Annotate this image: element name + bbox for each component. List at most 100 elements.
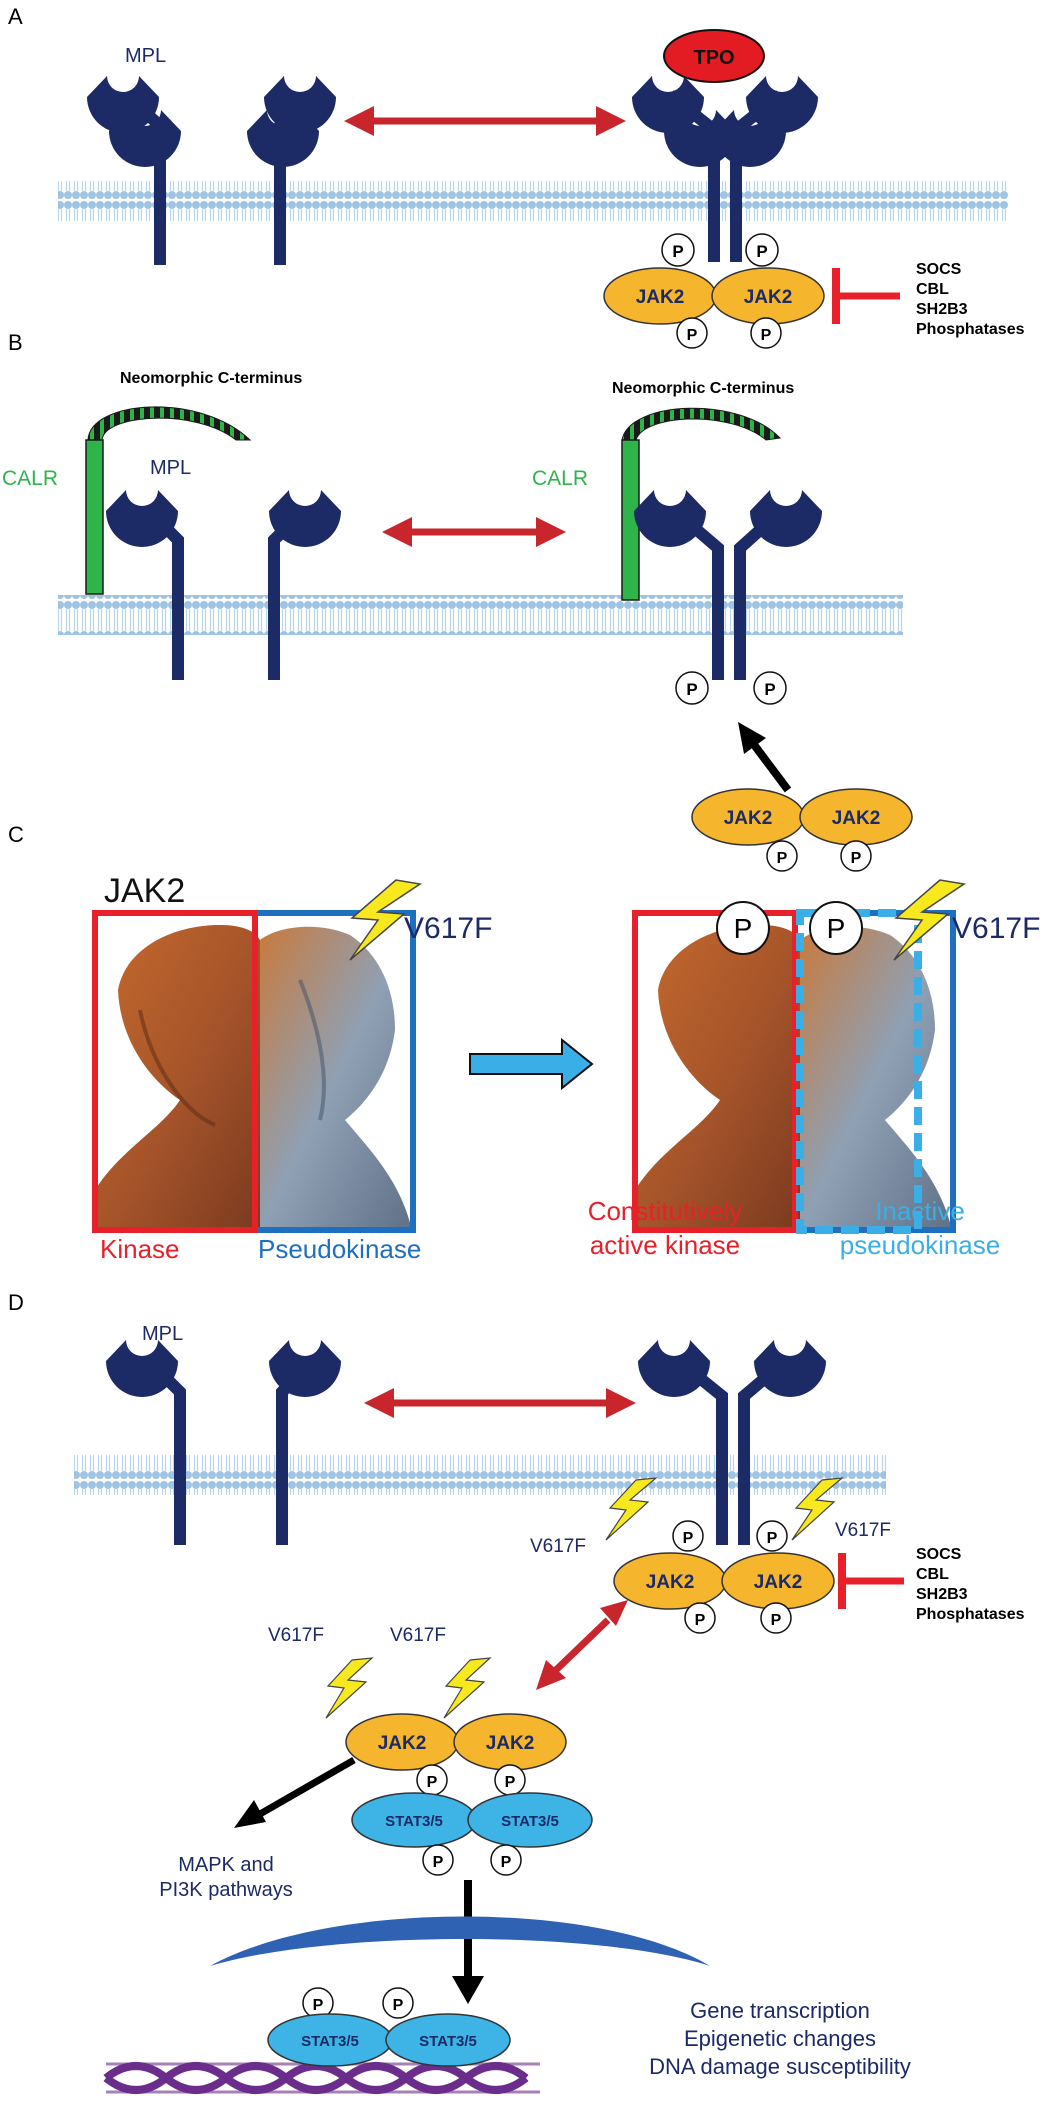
mpl-dimer-a <box>632 76 818 262</box>
phospho-group: P <box>302 1987 334 2019</box>
p-label: P <box>764 680 775 699</box>
stat-label: STAT3/5 <box>385 1813 443 1830</box>
pathway-arrow <box>234 1756 356 1828</box>
stat-label: STAT3/5 <box>301 2033 359 2050</box>
p-label: P <box>695 1612 706 1629</box>
nuclear-translocation-arrow <box>452 1880 484 2004</box>
transition-arrow-c <box>469 1037 594 1091</box>
regulators-list-d: SOCS CBL SH2B3 Phosphatases <box>916 1546 1025 1623</box>
jak2-left-d-bottom: JAK2 <box>345 1713 459 1771</box>
mpl-receptor-left-a <box>87 76 181 265</box>
p-label: P <box>505 1774 516 1791</box>
mpl-label-a: MPL <box>125 45 166 67</box>
phospho-group: P <box>756 1520 788 1552</box>
regulator-item: SOCS <box>916 261 962 278</box>
phospho-group: P <box>760 1602 792 1634</box>
phospho-group: P <box>716 901 770 955</box>
neomorphic-tail-left <box>87 406 252 441</box>
inactive-pseudokinase-label-1: Inactive <box>875 1196 965 1226</box>
equilibrium-arrow-b <box>382 517 566 547</box>
v617f-label: V617F <box>268 1625 324 1646</box>
p-label: P <box>761 327 772 344</box>
dna-helix <box>103 2062 540 2094</box>
p-label: P <box>687 327 698 344</box>
jak2-label: JAK2 <box>832 808 881 829</box>
panel-b: B Neomorphic C-terminus CALR MPL Neomorp… <box>2 330 913 872</box>
regulator-item: Phosphatases <box>916 1606 1025 1623</box>
jak2-left-a: JAK2 <box>603 267 717 325</box>
regulators-list-a: SOCS CBL SH2B3 Phosphatases <box>916 261 1025 338</box>
mpl-receptor-right-b <box>268 490 341 680</box>
jak2-title-c: JAK2 <box>104 872 185 910</box>
phospho-group: P <box>766 840 798 872</box>
lightning-icon <box>893 879 966 961</box>
panel-a-letter: A <box>8 4 23 29</box>
stat-right-d: STAT3/5 <box>467 1792 593 1848</box>
mpl-label-b: MPL <box>150 457 191 479</box>
active-kinase-label-2: active kinase <box>590 1230 740 1260</box>
pathways-label-2: PI3K pathways <box>159 1879 292 1901</box>
phospho-group: P <box>753 671 787 705</box>
phospho-group: P <box>675 671 709 705</box>
phospho-group: P <box>809 901 863 955</box>
nuclear-envelope <box>210 1916 710 1966</box>
regulator-item: SOCS <box>916 1546 962 1563</box>
p-label: P <box>767 1530 778 1547</box>
lightning-icon <box>325 1657 374 1719</box>
v617f-label-right: V617F <box>952 912 1040 945</box>
p-label: P <box>433 1854 444 1871</box>
p-label: P <box>683 1530 694 1547</box>
jak2-label: JAK2 <box>378 1733 427 1754</box>
membrane-a <box>58 181 1008 221</box>
phospho-group: P <box>490 1844 522 1876</box>
neomorphic-tail-right <box>621 407 782 441</box>
recruit-arrow-b <box>738 722 792 793</box>
phospho-group: P <box>382 1987 414 2019</box>
stat-right-dna: STAT3/5 <box>385 2013 511 2067</box>
stat-left-d: STAT3/5 <box>351 1792 477 1848</box>
lightning-icon <box>349 879 422 961</box>
inactive-pseudokinase-box <box>796 909 922 1234</box>
phospho-group: P <box>416 1764 448 1796</box>
mpl-receptor-right-d <box>269 1340 341 1545</box>
v617f-label: V617F <box>390 1625 446 1646</box>
p-label: P <box>851 850 862 867</box>
mpl-receptor-left-d <box>106 1340 186 1545</box>
v617f-label-left: V617F <box>404 912 492 945</box>
p-label: P <box>501 1854 512 1871</box>
regulator-item: CBL <box>916 1566 949 1583</box>
membrane-d <box>74 1455 886 1495</box>
p-label: P <box>827 913 846 944</box>
p-label: P <box>686 680 697 699</box>
v617f-label: V617F <box>835 1520 891 1541</box>
kinase-box <box>92 910 258 1233</box>
equilibrium-arrow-d-diagonal <box>536 1600 628 1690</box>
phospho-group: P <box>840 840 872 872</box>
stat-left-dna: STAT3/5 <box>267 2013 393 2067</box>
jak2-left-b: JAK2 <box>691 788 805 846</box>
v617f-label: V617F <box>530 1536 586 1557</box>
stat-label: STAT3/5 <box>419 2033 477 2050</box>
jak2-label: JAK2 <box>744 287 793 308</box>
lightning-icon <box>791 1477 844 1541</box>
regulator-item: SH2B3 <box>916 301 968 318</box>
regulator-item: SH2B3 <box>916 1586 968 1603</box>
tpo-ligand <box>663 29 765 83</box>
jak2-left-d-top: JAK2 <box>613 1552 727 1610</box>
phospho-group: P <box>494 1764 526 1796</box>
mpl-dimer-b <box>634 490 822 680</box>
jak2-label: JAK2 <box>724 808 773 829</box>
p-label: P <box>756 242 767 261</box>
phospho-group: P <box>672 1520 704 1552</box>
outcome-item: Gene transcription <box>690 1998 870 2023</box>
p-label: P <box>734 913 753 944</box>
stat-label: STAT3/5 <box>501 1813 559 1830</box>
jak2-label: JAK2 <box>754 1572 803 1593</box>
membrane-b <box>58 595 903 635</box>
p-label: P <box>427 1774 438 1791</box>
phospho-group: P <box>422 1844 454 1876</box>
phospho-group: P <box>684 1602 716 1634</box>
calr-label-left: CALR <box>2 467 58 490</box>
phospho-group: P <box>676 317 708 349</box>
